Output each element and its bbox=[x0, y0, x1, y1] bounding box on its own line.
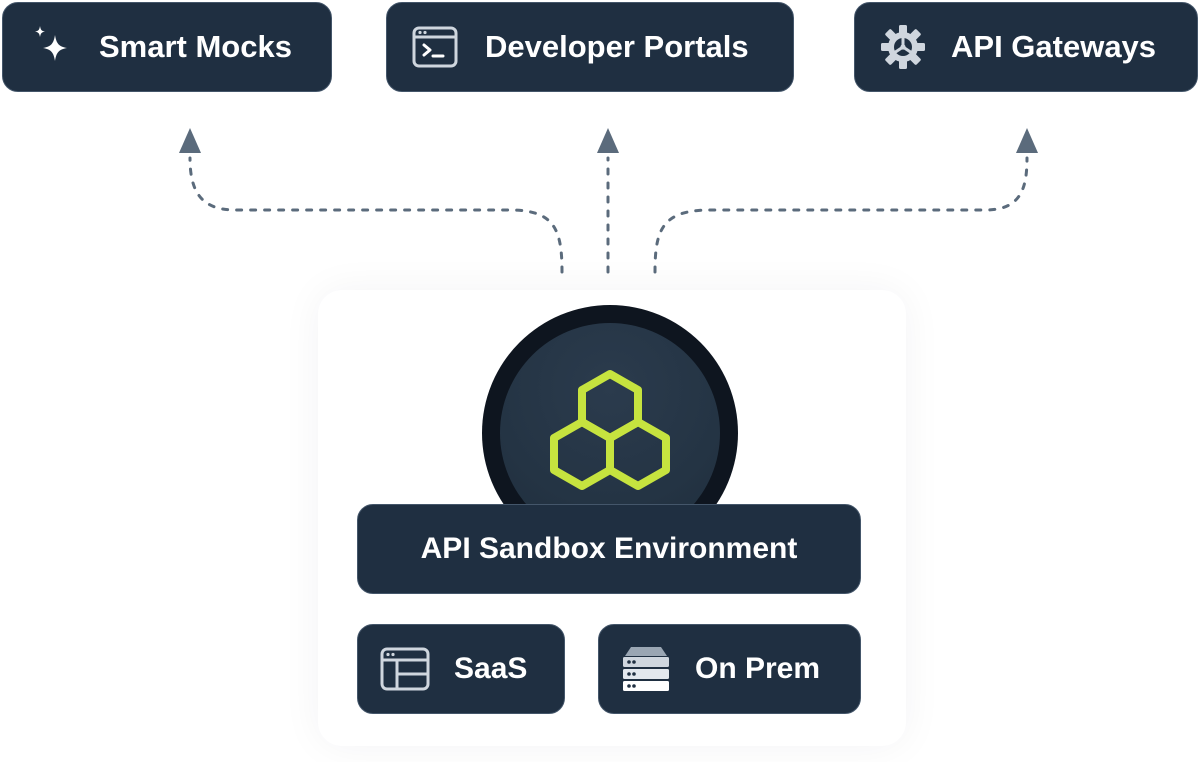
on-prem-label: On Prem bbox=[695, 652, 821, 685]
api-sandbox-environment-card[interactable]: API Sandbox Environment bbox=[357, 504, 861, 594]
developer-portals-label: Developer Portals bbox=[485, 29, 749, 64]
honeycomb-logo-icon bbox=[550, 370, 670, 490]
terminal-window-icon bbox=[411, 23, 459, 71]
developer-portals-card[interactable]: Developer Portals bbox=[386, 2, 794, 92]
sparkle-icon bbox=[29, 23, 77, 71]
browser-layout-icon bbox=[380, 647, 430, 691]
arrowhead-developer-portals bbox=[597, 128, 619, 153]
arrowhead-smart-mocks bbox=[179, 128, 201, 153]
environment-label: API Sandbox Environment bbox=[420, 532, 798, 565]
smart-mocks-card[interactable]: Smart Mocks bbox=[2, 2, 332, 92]
api-gateways-card[interactable]: API Gateways bbox=[854, 2, 1198, 92]
arrowhead-api-gateways bbox=[1016, 128, 1038, 153]
api-gateways-label: API Gateways bbox=[951, 29, 1157, 64]
saas-card[interactable]: SaaS bbox=[357, 624, 565, 714]
server-stack-icon bbox=[621, 644, 671, 694]
arrow-to-smart-mocks bbox=[188, 156, 564, 274]
saas-label: SaaS bbox=[454, 652, 528, 685]
arrow-to-api-gateways bbox=[653, 156, 1029, 274]
smart-mocks-label: Smart Mocks bbox=[99, 29, 292, 64]
on-prem-card[interactable]: On Prem bbox=[598, 624, 861, 714]
gear-icon bbox=[879, 23, 927, 71]
